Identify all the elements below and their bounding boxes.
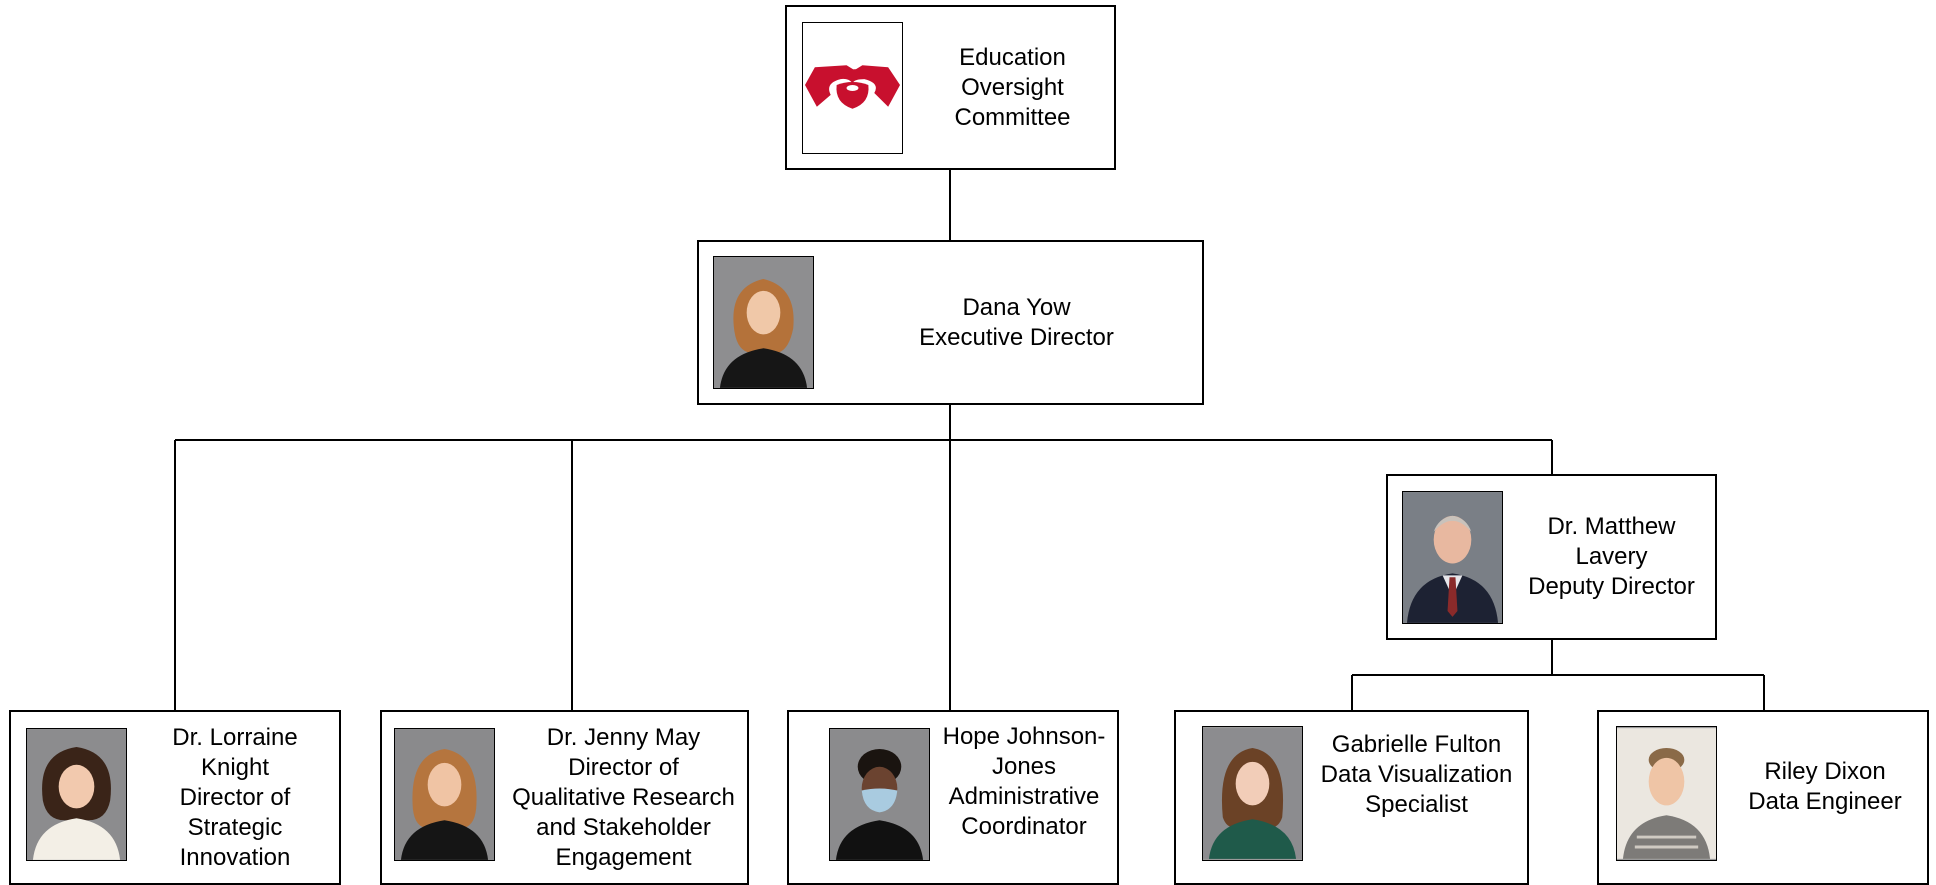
staff-line: Administrative xyxy=(948,783,1100,810)
dana-yow-photo xyxy=(713,256,814,389)
staff-line: Specialist xyxy=(1365,791,1468,818)
staff-line: Innovation xyxy=(179,843,291,871)
staff-box-hope-johnson-jones: Hope Johnson- Jones Administrative Coord… xyxy=(787,710,1119,885)
portrait-icon xyxy=(1617,728,1716,859)
staff-text-gabrielle-fulton: Gabrielle Fulton Data Visualization Spec… xyxy=(1304,712,1529,838)
hope-johnson-jones-photo xyxy=(829,728,930,861)
staff-line: Riley Dixon xyxy=(1764,758,1886,785)
gabrielle-fulton-photo xyxy=(1202,726,1303,861)
staff-text-jenny-may: Dr. Jenny May Director of Qualitative Re… xyxy=(498,712,749,883)
staff-line: Data Visualization xyxy=(1320,761,1513,788)
executive-text: Dana Yow Executive Director xyxy=(829,242,1204,403)
staff-line: Knight xyxy=(200,753,270,781)
portrait-icon xyxy=(395,729,494,860)
jenny-may-photo xyxy=(394,728,495,861)
deputy-line-1: Dr. Matthew xyxy=(1547,513,1676,540)
deputy-line-3: Deputy Director xyxy=(1528,573,1695,600)
staff-line: Dr. Jenny May xyxy=(546,723,701,751)
portrait-icon xyxy=(1403,492,1502,623)
staff-line: Data Engineer xyxy=(1748,788,1902,815)
apple-hands-icon xyxy=(804,65,901,109)
staff-line: Dr. Lorraine xyxy=(172,723,298,751)
staff-line: Strategic xyxy=(187,813,283,841)
staff-text-lorraine-knight: Dr. Lorraine Knight Director of Strategi… xyxy=(129,712,341,883)
staff-box-riley-dixon: Riley Dixon Data Engineer xyxy=(1597,710,1929,885)
committee-box: Education Oversight Committee xyxy=(785,5,1116,170)
staff-line: Coordinator xyxy=(961,813,1087,840)
committee-logo xyxy=(802,22,903,154)
staff-box-jenny-may: Dr. Jenny May Director of Qualitative Re… xyxy=(380,710,749,885)
executive-box: Dana Yow Executive Director xyxy=(697,240,1204,405)
portrait-icon xyxy=(714,257,813,388)
executive-title: Executive Director xyxy=(919,323,1114,351)
staff-line: and Stakeholder xyxy=(536,813,711,841)
deputy-text: Dr. Matthew Lavery Deputy Director xyxy=(1506,476,1717,638)
staff-line: Gabrielle Fulton xyxy=(1331,731,1502,758)
staff-line: Jones xyxy=(991,753,1057,780)
committee-title: Education Oversight Committee xyxy=(909,7,1116,168)
staff-box-lorraine-knight: Dr. Lorraine Knight Director of Strategi… xyxy=(9,710,341,885)
portrait-icon xyxy=(830,729,929,860)
deputy-box: Dr. Matthew Lavery Deputy Director xyxy=(1386,474,1717,640)
staff-text-hope-johnson-jones: Hope Johnson- Jones Administrative Coord… xyxy=(929,712,1119,852)
riley-dixon-photo xyxy=(1616,726,1717,861)
lorraine-knight-photo xyxy=(26,728,127,861)
portrait-icon xyxy=(27,729,126,860)
committee-line-3: Committee xyxy=(954,103,1071,131)
portrait-icon xyxy=(1203,728,1302,859)
staff-line: Director of xyxy=(568,753,679,781)
committee-line-2: Oversight xyxy=(961,73,1064,101)
staff-line: Qualitative Research xyxy=(512,783,735,811)
staff-text-riley-dixon: Riley Dixon Data Engineer xyxy=(1721,712,1929,862)
committee-line-1: Education xyxy=(959,43,1066,71)
staff-line: Hope Johnson- xyxy=(942,723,1106,750)
deputy-line-2: Lavery xyxy=(1575,543,1648,570)
matthew-lavery-photo xyxy=(1402,491,1503,624)
staff-line: Engagement xyxy=(555,843,692,871)
staff-line: Director of xyxy=(179,783,291,811)
executive-name: Dana Yow xyxy=(962,293,1071,321)
staff-box-gabrielle-fulton: Gabrielle Fulton Data Visualization Spec… xyxy=(1174,710,1529,885)
